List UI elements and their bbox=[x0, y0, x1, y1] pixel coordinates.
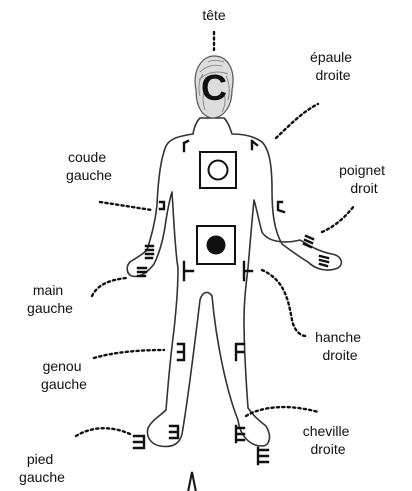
leader-main-gauche bbox=[92, 278, 126, 296]
leader-cheville-droite bbox=[246, 407, 318, 416]
leader-epaule-droite bbox=[276, 104, 318, 138]
label-pied-gauche: pied gauche bbox=[19, 451, 65, 485]
leader-hanche-droite bbox=[262, 270, 306, 336]
label-hanche-droite-line1: hanche bbox=[315, 329, 361, 345]
label-cheville-droite: cheville droite bbox=[303, 423, 354, 457]
label-poignet-droit: poignet droit bbox=[339, 162, 389, 196]
label-epaule-droite-line2: droite bbox=[315, 67, 350, 83]
label-pied-gauche-line2: gauche bbox=[19, 469, 65, 485]
label-coude-gauche: coude gauche bbox=[66, 149, 112, 183]
right-wrist-mark bbox=[304, 236, 313, 247]
label-main-gauche-line1: main bbox=[33, 282, 63, 298]
right-elbow-mark bbox=[278, 202, 284, 212]
leader-coude-gauche bbox=[100, 202, 152, 210]
label-poignet-droit-line1: poignet bbox=[339, 162, 385, 178]
label-tete: tête bbox=[202, 7, 226, 23]
ground-mark bbox=[188, 472, 196, 491]
leader-poignet-droit bbox=[322, 206, 354, 232]
leader-genou-gauche bbox=[94, 350, 164, 358]
abdomen-symbol bbox=[197, 226, 235, 264]
label-coude-gauche-line1: coude bbox=[68, 149, 106, 165]
chest-symbol bbox=[200, 152, 236, 188]
label-epaule-droite-line1: épaule bbox=[310, 49, 352, 65]
right-foot-mark bbox=[258, 448, 268, 464]
head: C bbox=[195, 56, 233, 118]
label-poignet-droit-line2: droit bbox=[350, 180, 377, 196]
label-genou-gauche-line2: gauche bbox=[41, 376, 87, 392]
label-genou-gauche-line1: genou bbox=[43, 358, 82, 374]
label-epaule-droite: épaule droite bbox=[310, 49, 356, 83]
label-cheville-droite-line2: droite bbox=[310, 441, 345, 457]
label-pied-gauche-line1: pied bbox=[27, 451, 53, 467]
label-hanche-droite-line2: droite bbox=[322, 347, 357, 363]
left-foot-mark bbox=[134, 436, 144, 448]
label-cheville-droite-line1: cheville bbox=[303, 423, 350, 439]
label-main-gauche: main gauche bbox=[27, 282, 73, 316]
left-hand-mark bbox=[138, 268, 146, 276]
label-genou-gauche: genou gauche bbox=[41, 358, 87, 392]
leader-pied-gauche bbox=[76, 428, 130, 436]
label-coude-gauche-line2: gauche bbox=[66, 167, 112, 183]
label-main-gauche-line2: gauche bbox=[27, 300, 73, 316]
head-symbol: C bbox=[201, 67, 227, 108]
right-ankle-mark bbox=[236, 426, 244, 442]
label-hanche-droite: hanche droite bbox=[315, 329, 365, 363]
